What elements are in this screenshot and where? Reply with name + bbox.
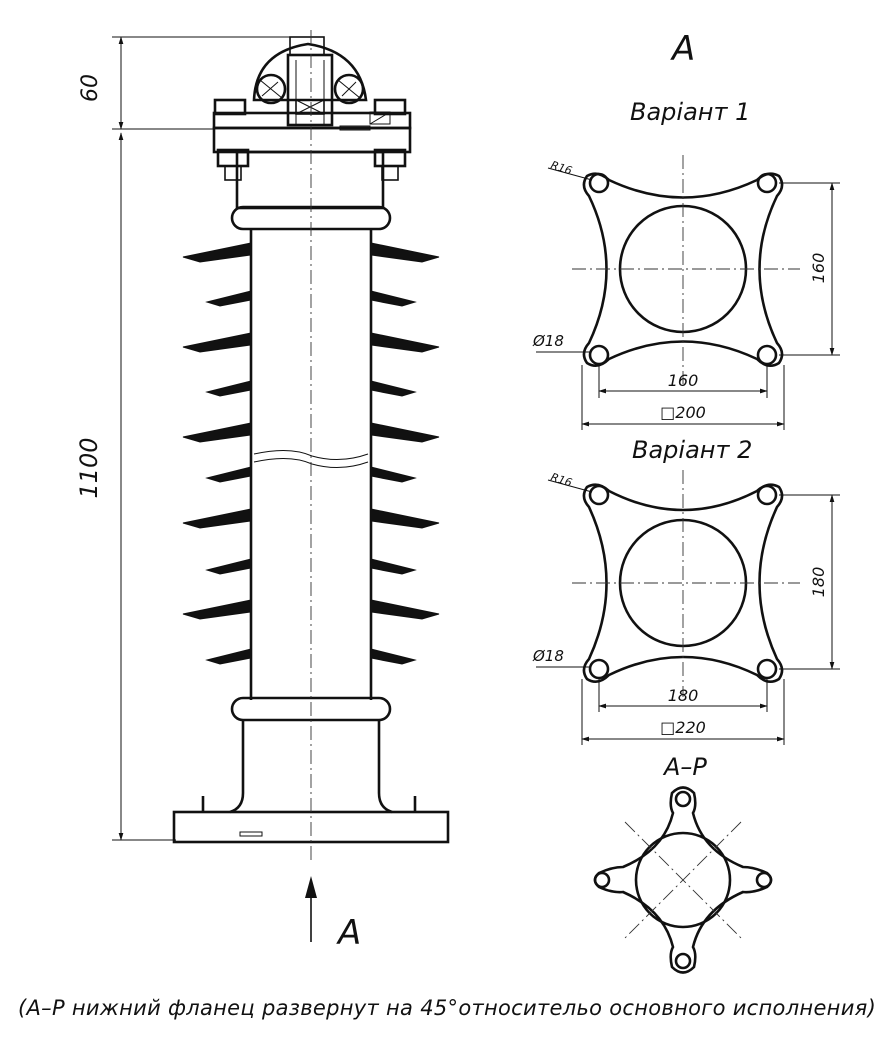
shed-large (370, 599, 440, 620)
variant-2-title: Варіант 2 (632, 436, 752, 464)
shed-large (182, 508, 252, 529)
shed-small (205, 648, 252, 665)
variant-2-overall-dim: □220 (660, 718, 706, 737)
variant-2-horizontal-dim: 180 (668, 686, 699, 705)
variant-1-radius-label: R16 (549, 158, 574, 177)
view-title: A (670, 29, 695, 69)
shed-large (370, 332, 440, 353)
top-flange (212, 111, 412, 210)
view-arrow-label: A (336, 913, 361, 953)
variant-1-flange: Варіант 1 R16 Ø18 160 160 □200 (532, 98, 840, 430)
shed-small (370, 290, 417, 307)
shed-large (370, 422, 440, 443)
shed-small (205, 466, 252, 483)
variant-2-hole-label: Ø18 (532, 647, 564, 665)
variant-1-title: Варіант 1 (630, 98, 750, 126)
shed-small (370, 558, 417, 575)
variant-2-flange: Варіант 2 R16 Ø18 180 180 □220 (532, 436, 840, 745)
shed-large (182, 422, 252, 443)
variant-1-horizontal-dim: 160 (668, 371, 699, 390)
shed-small (205, 290, 252, 307)
shed-small (370, 380, 417, 397)
variant-1-overall-dim: □200 (660, 403, 706, 422)
shed-large (370, 508, 440, 529)
rotated-flange-view: А–Р (593, 753, 773, 974)
variant-2-vertical-dim: 180 (809, 567, 828, 598)
insulator-sheds (182, 242, 440, 665)
shed-large (370, 242, 440, 263)
dimension-top-height-label: 60 (78, 74, 103, 102)
insulator-side-view: 60 1100 (75, 30, 450, 953)
shed-small (205, 380, 252, 397)
dimension-total-height-label: 1100 (75, 437, 103, 498)
dimension-total-height: 1100 (75, 132, 176, 841)
shed-small (370, 466, 417, 483)
rotated-view-title: А–Р (662, 753, 707, 781)
view-arrow: A (305, 876, 361, 953)
shed-large (182, 242, 252, 263)
shed-small (370, 648, 417, 665)
dimension-top-height: 60 (78, 36, 305, 130)
variant-1-vertical-dim: 160 (809, 253, 828, 284)
shed-large (182, 332, 252, 353)
insulator-core (249, 229, 373, 700)
drawing-caption: (А–Р нижний фланец развернут на 45°относ… (18, 996, 877, 1020)
shed-small (205, 558, 252, 575)
variant-1-hole-label: Ø18 (532, 332, 564, 350)
variant-2-radius-label: R16 (549, 470, 574, 489)
shed-large (182, 599, 252, 620)
